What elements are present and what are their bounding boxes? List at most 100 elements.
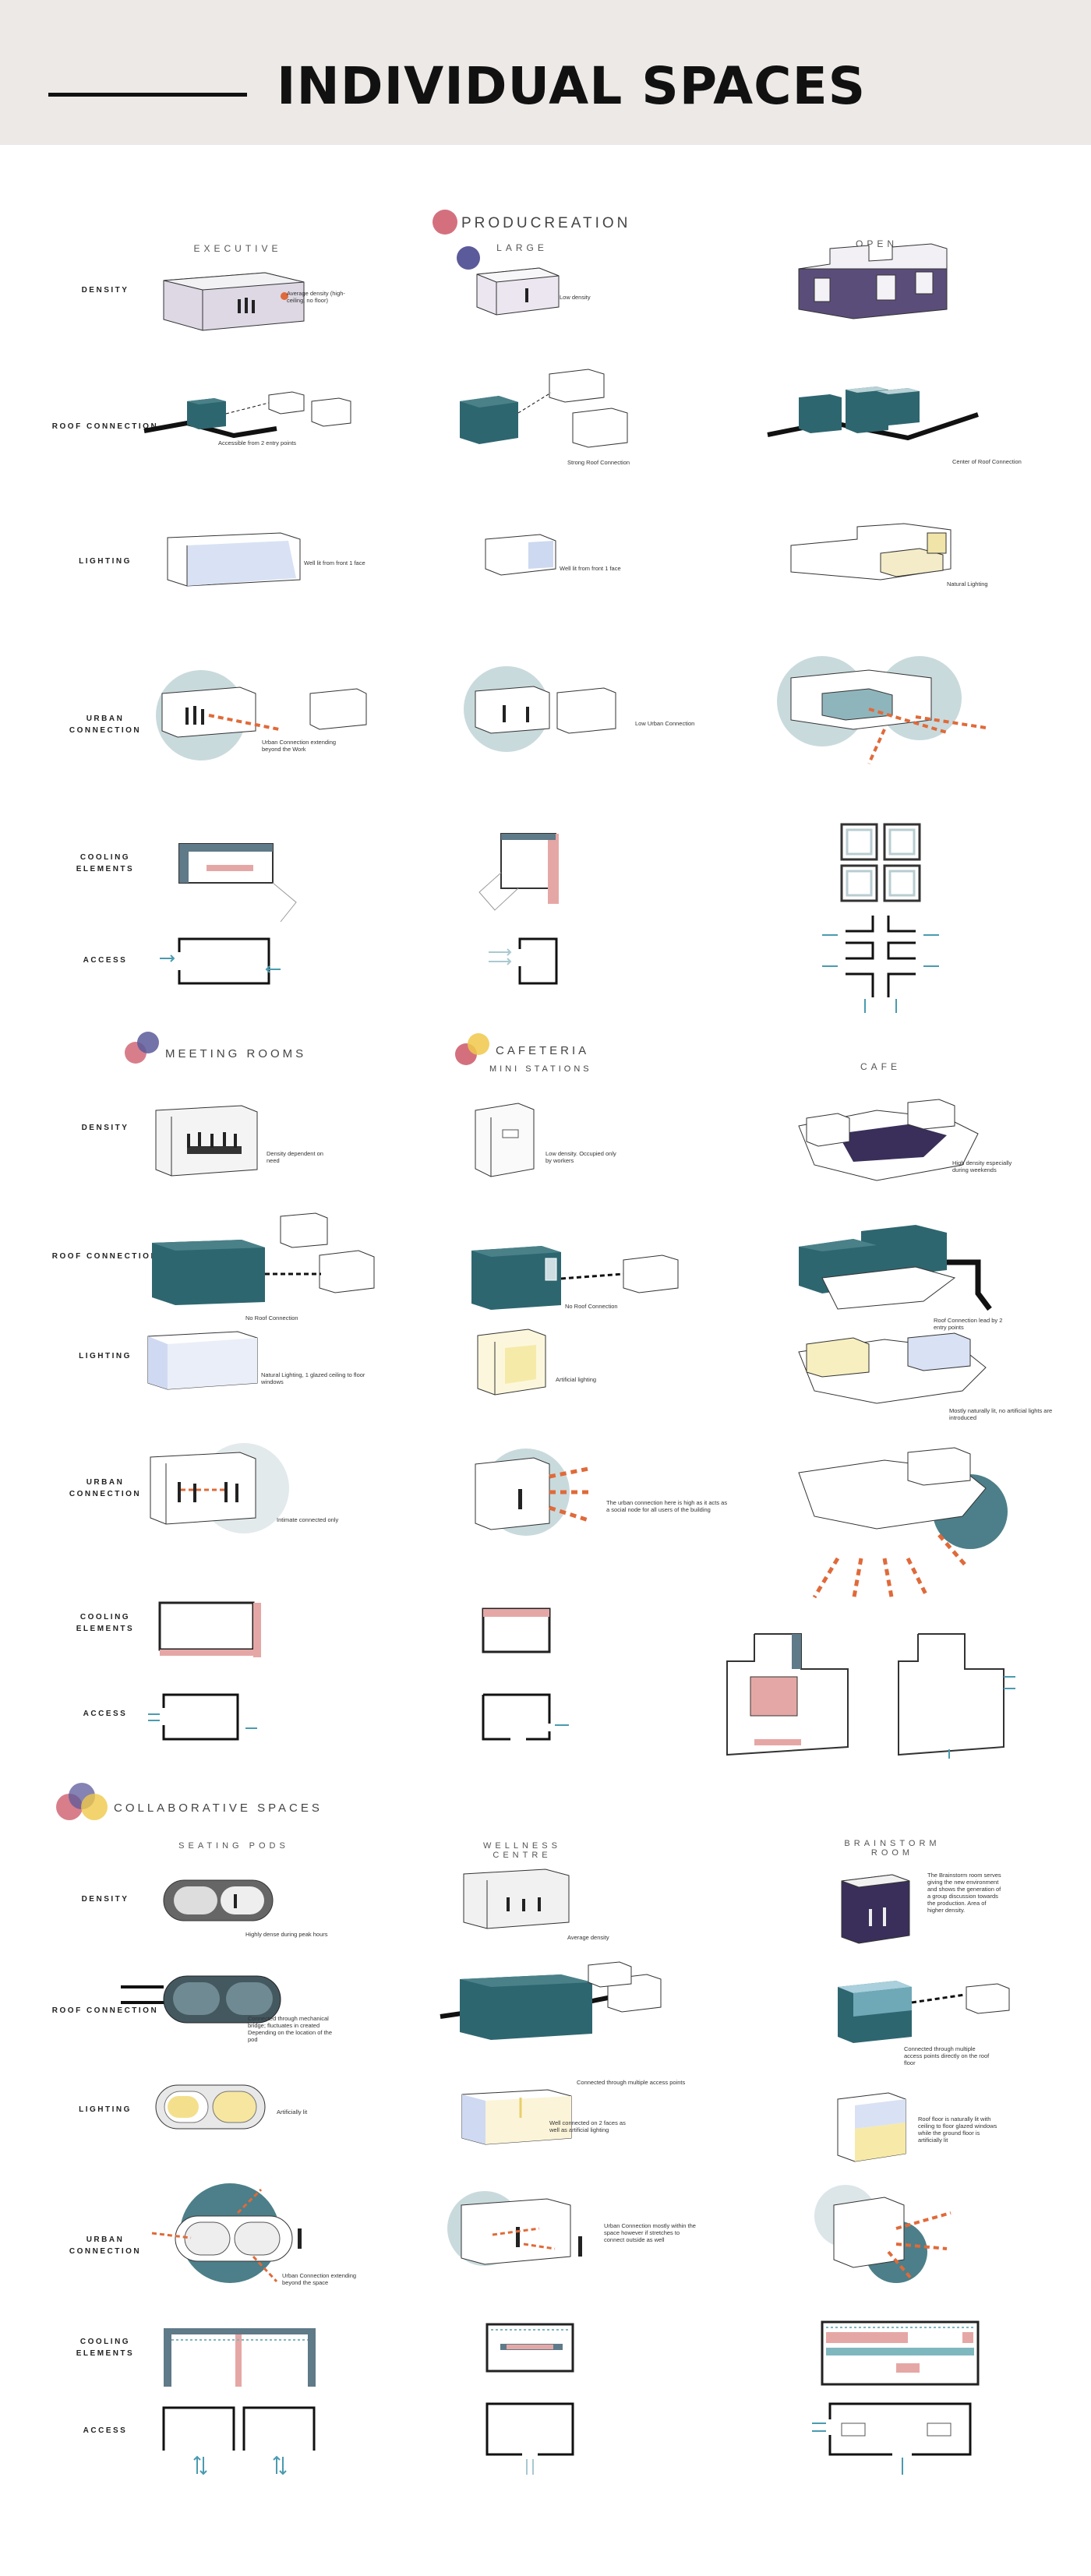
- open-urban-diagram: [777, 656, 987, 764]
- cafeteria-density-note: Low density. Occupied only by workers: [546, 1150, 616, 1164]
- pods-access-diagram: [162, 2406, 316, 2475]
- open-roof-diagram: [767, 386, 979, 441]
- pods-cooling-diagram: [164, 2328, 316, 2387]
- wellness-urban-note: Urban Connection mostly within the space…: [604, 2222, 696, 2243]
- row-label-density-2: DENSITY: [81, 1124, 129, 1132]
- pods-roof-note: Connected through mechanical bridge; flu…: [248, 2015, 332, 2043]
- meeting-light-diagram: [147, 1331, 258, 1390]
- row-label-urban-3: URBAN CONNECTION: [69, 2235, 142, 2256]
- open-density-diagram: [798, 243, 948, 319]
- meeting-density-note: Density dependent on need: [267, 1150, 323, 1164]
- row-label-cooling-2: COOLING ELEMENTS: [76, 1613, 135, 1633]
- row-label-access: ACCESS: [83, 956, 128, 965]
- brainstorm-density-note: The Brainstorm room serves giving the ne…: [927, 1872, 1001, 1914]
- brainstorm-urban-diagram: [814, 2185, 952, 2283]
- exec-access-diagram: [160, 937, 281, 985]
- cafe-roof-note: Roof Connection lead by 2 entry points: [934, 1317, 1003, 1331]
- col-title-brainstorm: Brainstorm room: [844, 1839, 941, 1858]
- row-label-cooling: COOLING ELEMENTS: [76, 853, 135, 873]
- wellness-light-note: Well connected on 2 faces as well as art…: [549, 2119, 626, 2133]
- cafeteria-subtitle: Mini stations: [489, 1064, 592, 1074]
- cafeteria-urban-note: The urban connection here is high as it …: [606, 1499, 728, 1513]
- exec-roof-note: Accessible from 2 entry points: [218, 439, 297, 446]
- meeting-dot-purple: [137, 1032, 159, 1053]
- wellness-roof-note: Connected through multiple access points: [577, 2079, 686, 2086]
- row-label-cooling-3: COOLING ELEMENTS: [76, 2338, 135, 2358]
- cafeteria-cooling-diagram: [482, 1607, 551, 1653]
- pods-light-diagram: [155, 2084, 266, 2130]
- cafeteria-roof-diagram: [471, 1246, 679, 1310]
- brainstorm-density-diagram: [841, 1874, 910, 1944]
- collab-title: Collaborative Spaces: [114, 1801, 323, 1815]
- brainstorm-roof-diagram: [838, 1981, 1010, 2043]
- cafe-cooling-plan-a: [726, 1633, 849, 1756]
- row-label-urban: URBAN CONNECTION: [69, 715, 142, 735]
- exec-roof-diagram: [143, 391, 351, 439]
- brainstorm-light-note: Roof floor is naturally lit with ceiling…: [918, 2115, 997, 2144]
- exec-light-note: Well lit from front 1 face: [304, 559, 365, 566]
- pods-density-diagram: [163, 1879, 274, 1921]
- meeting-density-diagram: [155, 1105, 258, 1177]
- pods-urban-note: Urban Connection extending beyond the sp…: [282, 2272, 357, 2286]
- row-label-access-2: ACCESS: [83, 1710, 128, 1718]
- row-label-roof-2: ROOF CONNECTION: [51, 1252, 159, 1261]
- large-access-diagram: [489, 937, 558, 985]
- exec-cooling-diagram: [178, 843, 297, 923]
- row-label-lighting-3: LIGHTING: [79, 2105, 132, 2114]
- meeting-light-note: Natural Lighting, 1 glazed ceiling to fl…: [261, 1371, 365, 1385]
- meeting-roof-note: No Roof Connection: [245, 1314, 298, 1322]
- cafeteria-title: Cafeteria: [496, 1044, 590, 1057]
- large-density-diagram: [476, 267, 560, 316]
- open-roof-note: Center of Roof Connection: [952, 458, 1022, 465]
- pods-density-note: Highly dense during peak hours: [245, 1931, 328, 1938]
- cafeteria-urban-diagram: [475, 1449, 589, 1536]
- cafeteria-light-diagram: [477, 1329, 546, 1396]
- cafe-roof-diagram: [799, 1225, 992, 1311]
- wellness-urban-diagram: [447, 2191, 582, 2266]
- meeting-roof-diagram: [152, 1212, 375, 1305]
- row-label-roof: ROOF CONNECTION: [51, 422, 159, 431]
- col-title-seating-pods: Seating pods: [178, 1841, 289, 1851]
- exec-light-diagram: [167, 532, 301, 587]
- large-urban-diagram: [464, 666, 616, 752]
- col-title-cafe: Cafe: [860, 1061, 901, 1072]
- cafeteria-dot-yellow: [468, 1033, 489, 1055]
- header-rule: [48, 93, 247, 97]
- page-header: INDIVIDUAL SPACES: [0, 0, 1091, 145]
- cafe-density-diagram: [798, 1099, 979, 1181]
- col-title-large: Large: [496, 242, 548, 253]
- open-access-diagram: [822, 916, 939, 1013]
- wellness-access-diagram: [485, 2402, 574, 2475]
- large-density-note: Low density: [560, 294, 591, 301]
- collab-dot-yellow: [81, 1794, 108, 1820]
- meeting-access-diagram: [148, 1693, 257, 1741]
- open-light-diagram: [790, 523, 952, 580]
- large-light-diagram: [485, 534, 556, 576]
- wellness-density-note: Average density: [567, 1934, 609, 1941]
- pods-roof-diagram: [121, 1975, 281, 2024]
- cafe-urban-diagram: [798, 1447, 1008, 1602]
- cafeteria-roof-note: No Roof Connection: [565, 1303, 618, 1310]
- cafe-cooling-plan-b: [898, 1633, 1015, 1759]
- large-roof-diagram: [460, 369, 628, 448]
- pods-urban-diagram: [151, 2183, 302, 2283]
- col-title-executive: Executive: [193, 243, 282, 254]
- large-dot-purple: [457, 246, 480, 270]
- meeting-urban-note: Intimate connected only: [277, 1516, 339, 1523]
- row-label-density-3: DENSITY: [81, 1895, 129, 1904]
- open-cooling-diagram: [840, 823, 921, 902]
- cafe-density-note: High density especially during weekends: [952, 1159, 1012, 1173]
- wellness-density-diagram: [463, 1868, 570, 1929]
- meeting-urban-diagram: [150, 1443, 289, 1533]
- row-label-lighting-2: LIGHTING: [79, 1352, 132, 1360]
- producreation-title: Producreation: [461, 215, 631, 231]
- brainstorm-access-diagram: [812, 2402, 972, 2475]
- open-light-note: Natural Lighting: [947, 580, 988, 588]
- large-light-note: Well lit from front 1 face: [560, 565, 621, 572]
- wellness-roof-diagram: [440, 1961, 662, 2040]
- exec-urban-diagram: [156, 670, 367, 760]
- exec-density-note: Average density (high-ceiling, no floor): [287, 290, 345, 304]
- exec-density-diagram: [163, 272, 305, 331]
- large-cooling-diagram: [478, 833, 559, 911]
